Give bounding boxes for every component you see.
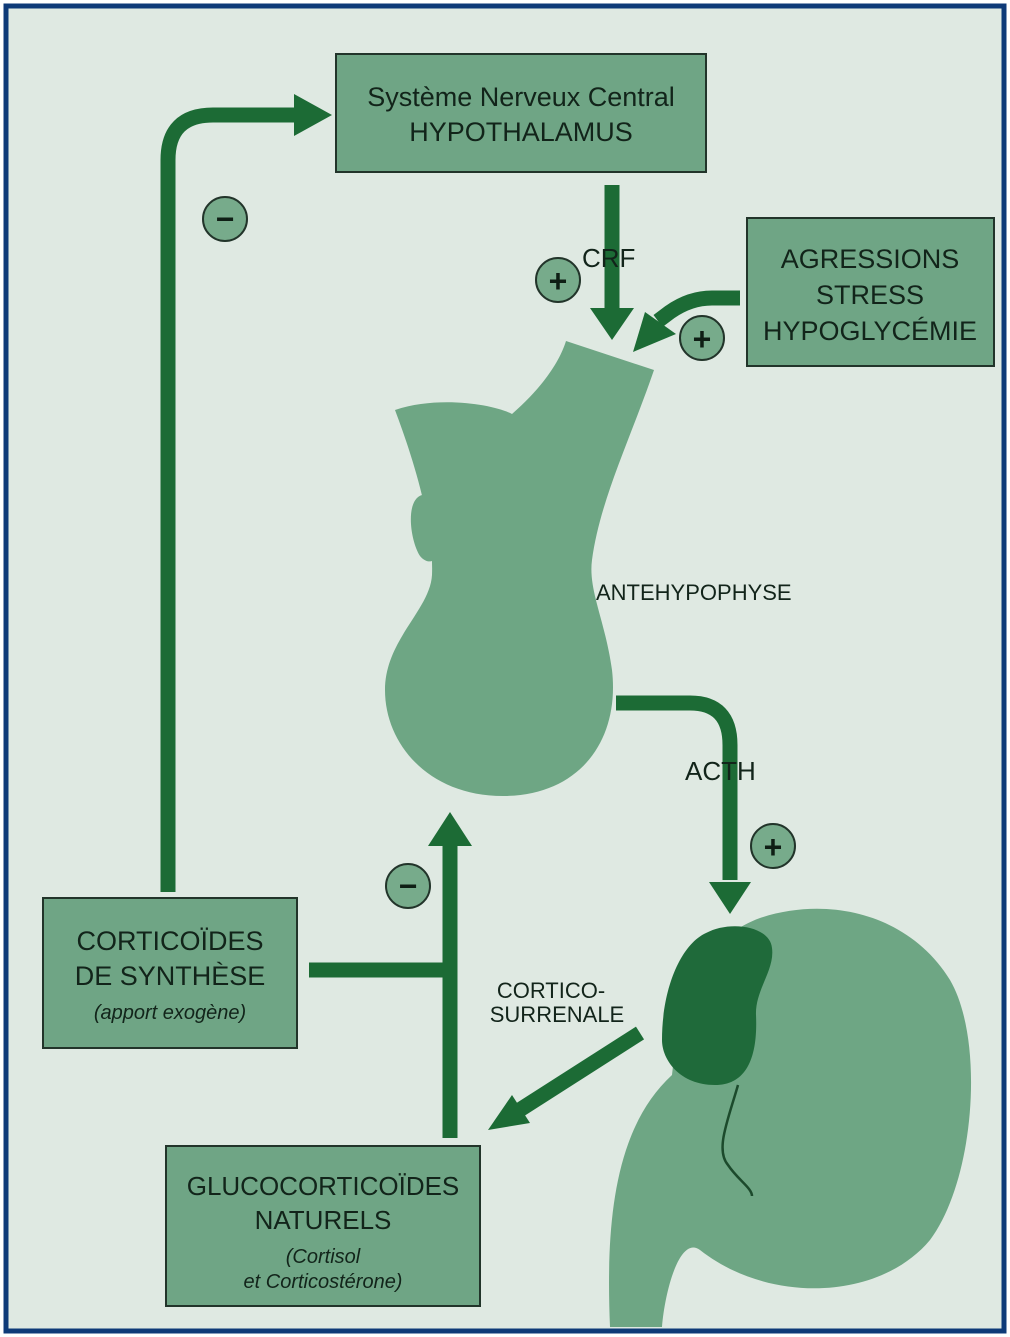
box-natural-line2: NATURELS — [255, 1205, 392, 1235]
plus-glyph: + — [693, 321, 712, 357]
box-synthetic-line2: DE SYNTHÈSE — [75, 961, 266, 991]
box-synthetic-line3: (apport exogène) — [94, 1002, 246, 1024]
box-natural-glucocorticoids: GLUCOCORTICOÏDES NATURELS (Cortisol et C… — [166, 1146, 480, 1306]
plus-sign-crf: + — [536, 258, 580, 302]
minus-glyph: − — [216, 201, 235, 237]
label-cortico-line2: SURRENALE — [490, 1002, 624, 1027]
label-antehypophyse: ANTEHYPOPHYSE — [596, 580, 792, 605]
plus-glyph: + — [549, 263, 568, 299]
box-hypothalamus: Système Nerveux Central HYPOTHALAMUS — [336, 54, 706, 172]
minus-sign-hypothalamus: − — [203, 197, 247, 241]
label-cortico-line1: CORTICO- — [497, 978, 605, 1003]
box-natural-line1: GLUCOCORTICOÏDES — [187, 1171, 460, 1201]
minus-glyph: − — [399, 868, 418, 904]
minus-sign-pituitary: − — [386, 864, 430, 908]
box-synthetic-line1: CORTICOÏDES — [76, 926, 263, 956]
label-acth: ACTH — [685, 756, 756, 786]
box-stress-line1: AGRESSIONS — [781, 244, 960, 274]
box-stress-line3: HYPOGLYCÉMIE — [763, 316, 977, 346]
label-crf: CRF — [582, 243, 635, 273]
box-hypothalamus-frame — [336, 54, 706, 172]
box-natural-line4: et Corticostérone) — [244, 1271, 403, 1293]
box-hypothalamus-line2: HYPOTHALAMUS — [409, 117, 633, 147]
box-synthetic-corticoids: CORTICOÏDES DE SYNTHÈSE (apport exogène) — [43, 898, 297, 1048]
box-hypothalamus-line1: Système Nerveux Central — [367, 82, 675, 112]
plus-sign-acth: + — [751, 824, 795, 868]
box-stress: AGRESSIONS STRESS HYPOGLYCÉMIE — [747, 218, 994, 366]
box-stress-line2: STRESS — [816, 280, 924, 310]
box-natural-line3: (Cortisol — [286, 1246, 361, 1268]
plus-sign-stress: + — [680, 316, 724, 360]
plus-glyph: + — [764, 829, 783, 865]
